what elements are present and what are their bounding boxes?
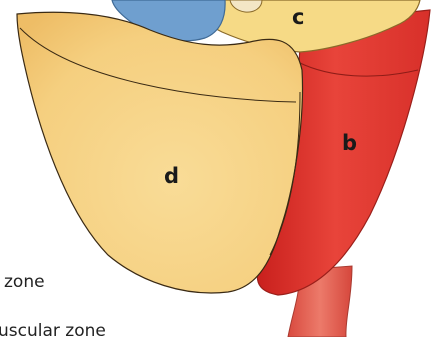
- label-d: d: [164, 164, 179, 188]
- label-b: b: [342, 131, 357, 155]
- region-d: [17, 12, 302, 293]
- legend-line-2: uscular zone: [0, 321, 106, 337]
- legend-line-1: zone: [4, 272, 45, 292]
- label-c: c: [292, 5, 304, 29]
